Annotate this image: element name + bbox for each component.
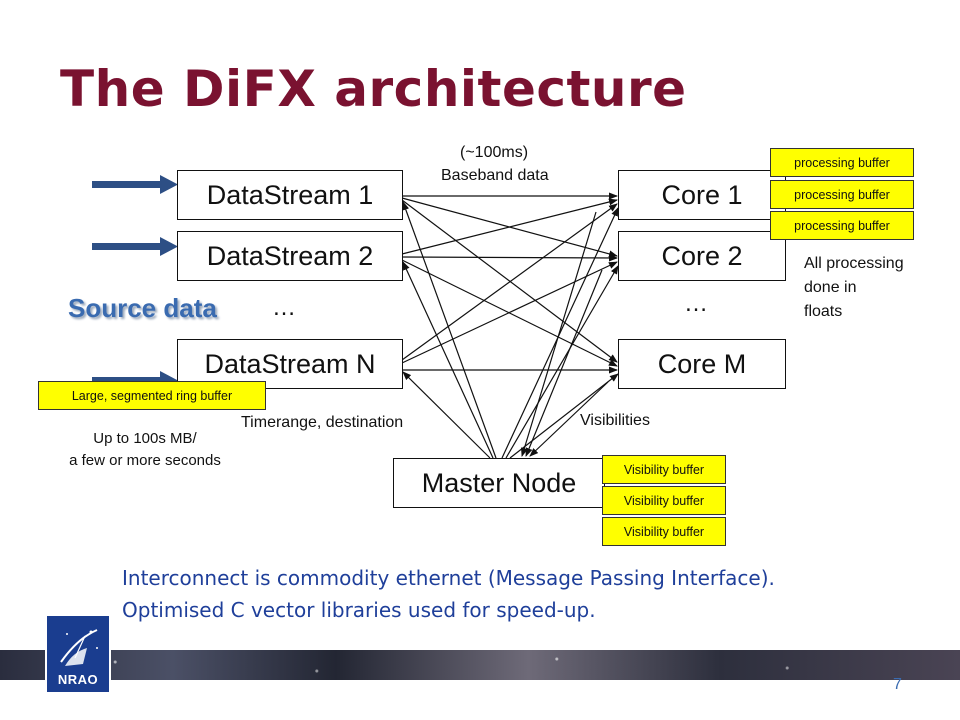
datastream-1-node: DataStream 1 — [177, 170, 403, 220]
input-arrow-1-icon — [92, 175, 178, 194]
link-master-corem — [509, 373, 619, 459]
processing-buffer-1: processing buffer — [770, 148, 914, 177]
link-ds2-core1 — [401, 198, 618, 255]
processing-buffer-2: processing buffer — [770, 180, 914, 209]
up-to-line1: Up to 100s MB/ — [93, 430, 197, 447]
link-ds1-corem — [401, 199, 618, 363]
footer-stars — [0, 650, 960, 680]
all-processing-line2: done in — [804, 279, 857, 296]
link-master-core1 — [501, 207, 619, 459]
master-node: Master Node — [393, 458, 605, 508]
link-core2-master — [525, 269, 603, 457]
up-to-line2: a few or more seconds — [69, 452, 221, 469]
source-data-label: Source data — [68, 293, 217, 323]
visibility-buffer-2: Visibility buffer — [602, 486, 726, 515]
link-master-ds1 — [402, 201, 497, 459]
core-1-node: Core 1 — [618, 170, 786, 220]
all-processing-line3: floats — [804, 303, 843, 320]
baseband-label: Baseband data — [441, 167, 549, 184]
ring-buffer-label: Large, segmented ring buffer — [38, 381, 266, 410]
telescope-icon — [60, 629, 98, 666]
core-ellipsis: … — [684, 290, 710, 317]
link-master-dsn — [402, 371, 491, 459]
all-processing-line1: All processing — [804, 255, 904, 272]
core-m-node: Core M — [618, 339, 786, 389]
visibility-buffer-3: Visibility buffer — [602, 517, 726, 546]
visibility-buffer-1: Visibility buffer — [602, 455, 726, 484]
processing-buffer-3: processing buffer — [770, 211, 914, 240]
link-corem-master — [529, 381, 609, 457]
nrao-logo: NRAO — [45, 614, 111, 694]
timerange-label: Timerange, destination — [241, 414, 404, 431]
input-arrow-2-icon — [92, 237, 178, 256]
link-dsn-core2 — [401, 261, 618, 364]
link-ds2-core2 — [401, 254, 618, 262]
datastream-ellipsis: … — [272, 294, 298, 321]
core-2-node: Core 2 — [618, 231, 786, 281]
note-optimised: Optimised C vector libraries used for sp… — [122, 598, 596, 622]
interval-label: (~100ms) — [460, 144, 529, 161]
link-master-core2 — [505, 265, 619, 459]
note-interconnect: Interconnect is commodity ethernet (Mess… — [122, 566, 775, 590]
link-dsn-core1 — [401, 203, 618, 361]
link-core1-master — [520, 211, 597, 457]
visibilities-label: Visibilities — [580, 412, 650, 429]
link-master-ds2 — [402, 261, 494, 459]
page-number: 7 — [893, 676, 902, 693]
slide-title: The DiFX architecture — [60, 60, 687, 118]
datastream-2-node: DataStream 2 — [177, 231, 403, 281]
datastream-n-node: DataStream N — [177, 339, 403, 389]
logo-text: NRAO — [57, 672, 99, 687]
